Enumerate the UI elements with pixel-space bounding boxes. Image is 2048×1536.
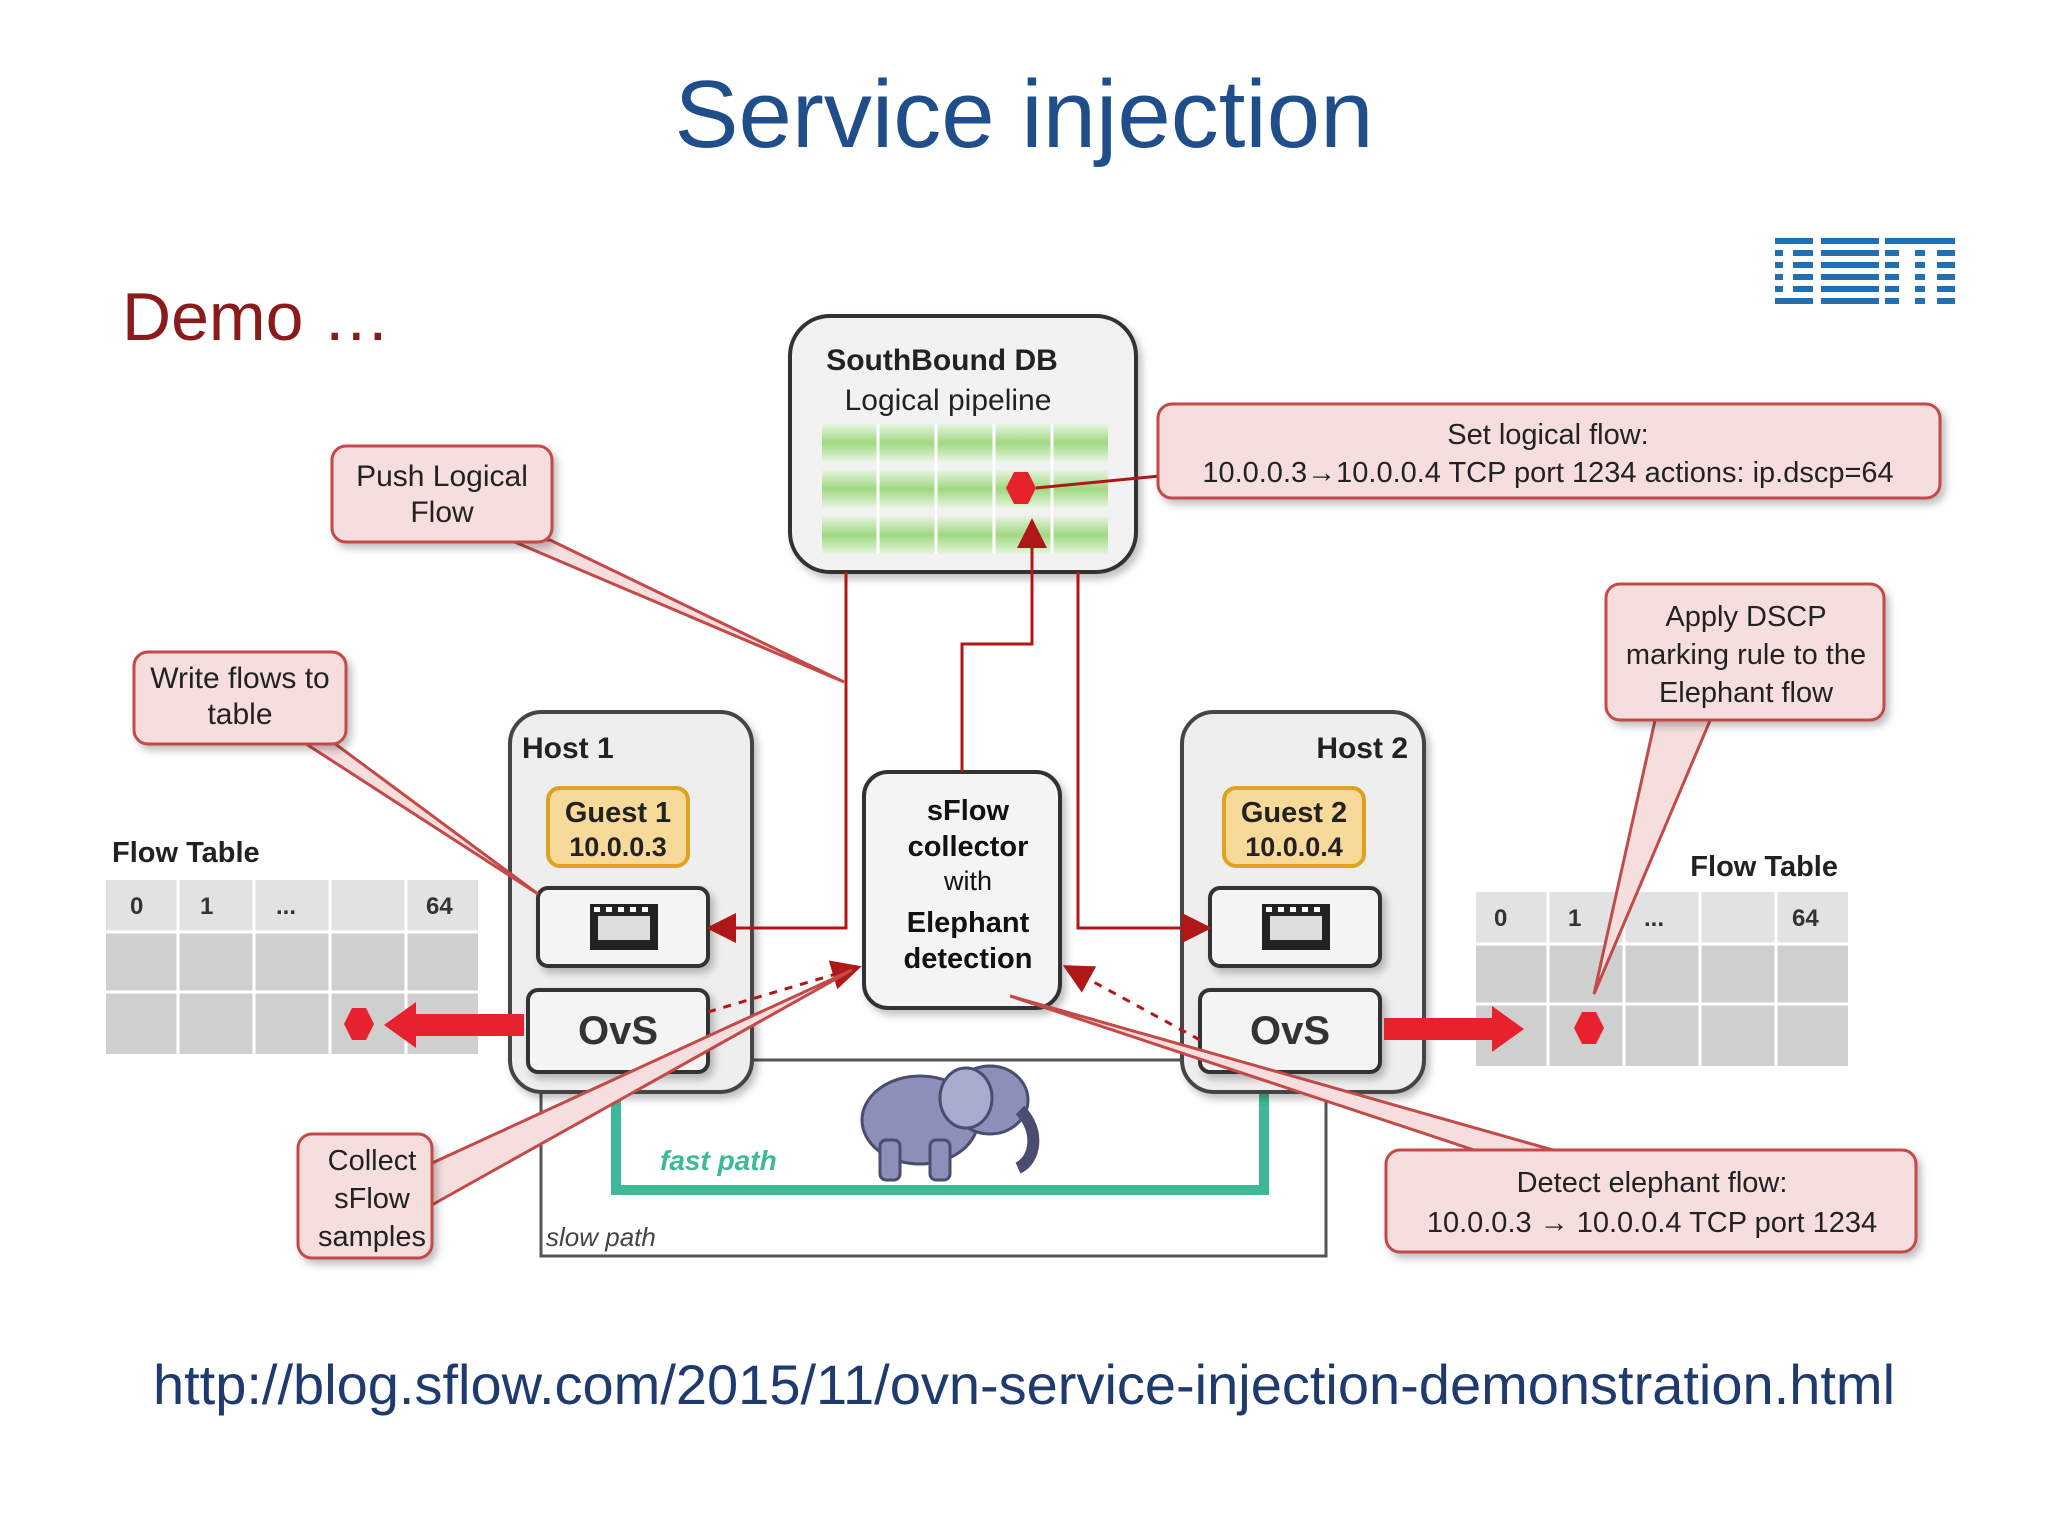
left-table-rule-marker xyxy=(344,1008,374,1040)
rule-to-setflow-line xyxy=(1035,472,1181,490)
callout-write-line2: table xyxy=(207,698,272,731)
callout-collect-line1: Collect xyxy=(328,1145,417,1177)
callout-collect-line2: sFlow xyxy=(334,1183,411,1215)
flow-table-left-title: Flow Table xyxy=(112,837,260,869)
host2-label: Host 2 xyxy=(1316,732,1408,765)
flow-table-right-h0: 0 xyxy=(1494,905,1507,932)
left-write-arrow xyxy=(384,1002,524,1048)
callout-detect-elephant: Detect elephant flow: 10.0.0.3 → 10.0.0.… xyxy=(1009,994,1918,1254)
callout-write-line1: Write flows to xyxy=(150,662,330,695)
callout-collect-sflow: Collect sFlow samples xyxy=(296,968,853,1260)
callout-apply-line2: marking rule to the xyxy=(1626,639,1866,671)
ibm-logo xyxy=(1775,232,1955,316)
sb-to-host1-line xyxy=(706,572,848,943)
flow-table-right-h2: ... xyxy=(1644,905,1664,932)
host2-controller xyxy=(1208,886,1382,968)
flow-table-right-title: Flow Table xyxy=(1690,851,1838,883)
demo-label: Demo … xyxy=(122,279,390,355)
sflow-to-sb-line xyxy=(960,518,1047,772)
guest1-name: Guest 1 xyxy=(565,797,671,829)
sflow-line3: with xyxy=(943,866,992,896)
guest2-name: Guest 2 xyxy=(1241,797,1347,829)
southbound-db-title: SouthBound DB xyxy=(826,344,1058,377)
sflow-line1: sFlow xyxy=(927,795,1010,827)
fast-path-line xyxy=(611,1090,1269,1195)
host2-ovs-box xyxy=(1198,988,1382,1074)
callout-collect-line3: samples xyxy=(318,1221,426,1253)
ovn-controller-icon xyxy=(590,904,658,950)
callout-apply-line1: Apply DSCP xyxy=(1665,601,1826,633)
logical-pipeline-grid xyxy=(822,424,1108,554)
callout-set-logical-flow: Set logical flow: 10.0.0.3→10.0.0.4 TCP … xyxy=(1156,402,1942,500)
guest1-ip: 10.0.0.3 xyxy=(569,832,667,862)
ovn-controller-icon xyxy=(1262,904,1330,950)
guest1-box xyxy=(546,786,690,868)
host1-controller xyxy=(536,886,710,968)
callout-write-flows: Write flows to table xyxy=(132,650,539,896)
guest2-ip: 10.0.0.4 xyxy=(1245,832,1343,862)
flow-table-left-h0: 0 xyxy=(130,893,143,920)
callout-push-line1: Push Logical xyxy=(356,460,528,493)
ovs1-sample-line xyxy=(707,960,862,1014)
callout-apply-dscp: Apply DSCP marking rule to the Elephant … xyxy=(1592,582,1886,995)
sflow-line2: collector xyxy=(908,831,1029,863)
host1-ovs-box xyxy=(526,988,710,1074)
flow-table-left-h2: ... xyxy=(276,893,296,920)
host2-ovs-label: OvS xyxy=(1250,1009,1330,1053)
flow-table-left-h4: 64 xyxy=(426,893,453,920)
callout-push-logical-flow: Push Logical Flow xyxy=(330,444,845,684)
elephant-icon xyxy=(860,1064,1040,1182)
right-table-rule-marker xyxy=(1574,1012,1604,1044)
callout-set-line1: Set logical flow: xyxy=(1447,419,1649,451)
sflow-line5: detection xyxy=(904,943,1033,975)
flow-table-right: Flow Table 0 1 ... 64 xyxy=(1476,851,1848,1066)
callout-detect-line1: Detect elephant flow: xyxy=(1517,1167,1788,1199)
callout-set-line2: 10.0.0.3→10.0.0.4 TCP port 1234 actions:… xyxy=(1202,457,1893,489)
sb-to-host2-line xyxy=(1076,572,1212,943)
southbound-db-subtitle: Logical pipeline xyxy=(845,384,1052,417)
slow-path-label: slow path xyxy=(546,1222,656,1252)
pipeline-rule-marker xyxy=(1006,472,1036,504)
callout-apply-line3: Elephant flow xyxy=(1659,677,1834,709)
source-url[interactable]: http://blog.sflow.com/2015/11/ovn-servic… xyxy=(152,1353,1896,1416)
host1-ovs-label: OvS xyxy=(578,1009,658,1053)
host1-label: Host 1 xyxy=(522,732,614,765)
slide-title: Service injection xyxy=(674,61,1374,168)
flow-table-left-h1: 1 xyxy=(200,893,213,920)
fast-path-label: fast path xyxy=(660,1145,777,1176)
callout-push-line2: Flow xyxy=(410,496,474,529)
right-write-arrow xyxy=(1384,1006,1524,1052)
flow-table-right-h1: 1 xyxy=(1568,905,1581,932)
sflow-line4: Elephant xyxy=(907,907,1030,939)
flow-table-right-h4: 64 xyxy=(1792,905,1819,932)
callout-detect-line2: 10.0.0.3 → 10.0.0.4 TCP port 1234 xyxy=(1427,1207,1877,1239)
slow-path-box xyxy=(539,1058,1328,1258)
guest2-box xyxy=(1222,786,1366,868)
